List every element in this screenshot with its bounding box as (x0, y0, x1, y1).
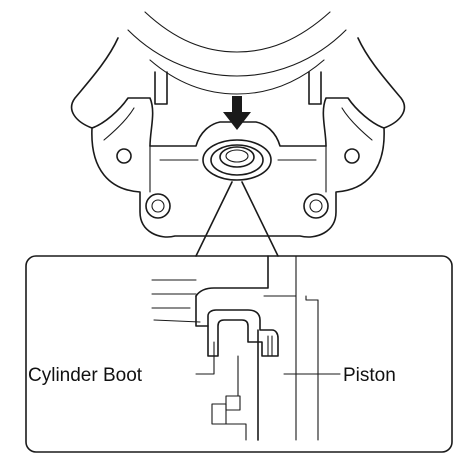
caliper-body (70, 11, 406, 238)
piston-label: Piston (343, 365, 396, 386)
arrow-down-icon (223, 96, 251, 130)
detail-view: Cylinder Boot Piston (25, 255, 453, 453)
detail-leader (195, 181, 279, 257)
cylinder-boot-label: Cylinder Boot (28, 365, 143, 386)
